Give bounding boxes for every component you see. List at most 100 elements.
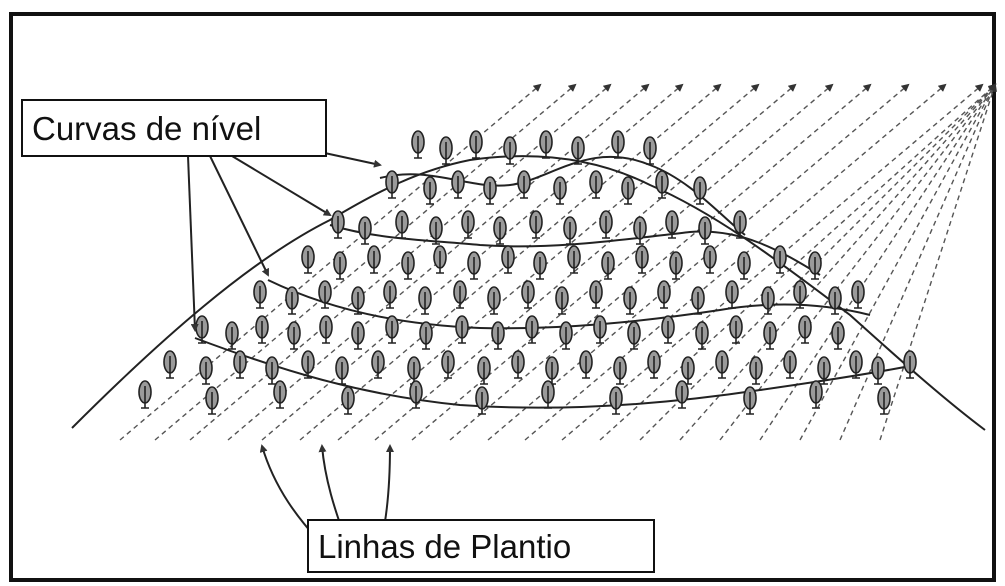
planting-direction-arrow <box>487 83 910 441</box>
seedling-icon <box>675 380 689 409</box>
seedling-icon <box>773 245 787 274</box>
seedling-icon <box>138 380 152 409</box>
seedling-icon <box>798 315 812 344</box>
seedling-icon <box>395 210 409 239</box>
contour-line-4 <box>194 337 916 409</box>
planting-direction-arrow <box>839 83 997 441</box>
seedling-icon <box>589 280 603 309</box>
seedling-icon <box>383 280 397 309</box>
seedling-icon <box>409 380 423 409</box>
seedling-icon <box>725 280 739 309</box>
planting-direction-arrow <box>337 83 760 441</box>
seedling-icon <box>871 356 885 385</box>
seedling-icon <box>233 350 247 379</box>
seedling-icon <box>351 286 365 315</box>
seedling-icon <box>301 350 315 379</box>
planting-direction-arrow <box>374 83 797 441</box>
seedling-icon <box>737 251 751 280</box>
seedling-icon <box>681 356 695 385</box>
seedling-icon <box>817 356 831 385</box>
seedling-icon <box>627 321 641 350</box>
seedling-icon <box>593 315 607 344</box>
seedling-icon <box>851 280 865 309</box>
seedling-icon <box>541 380 555 409</box>
contour-label-text: Curvas de nível <box>32 110 261 147</box>
seedling-icon <box>205 386 219 415</box>
planting-label-box <box>307 519 655 573</box>
seedling-icon <box>621 176 635 205</box>
planting-direction-arrow <box>119 83 542 441</box>
contour-line-2 <box>329 224 821 276</box>
seedling-icon <box>633 216 647 245</box>
seedling-icon <box>743 386 757 415</box>
seedling-icon <box>698 216 712 245</box>
planting-direction-arrow <box>411 83 834 441</box>
seedling-icon <box>371 350 385 379</box>
seedling-icon <box>358 216 372 245</box>
seedling-icon <box>433 245 447 274</box>
seedling-icon <box>423 176 437 205</box>
seedling-icon <box>793 280 807 309</box>
seedling-icon <box>715 350 729 379</box>
seedling-icon <box>511 350 525 379</box>
seedling-icon <box>273 380 287 409</box>
seedling-icon <box>567 245 581 274</box>
seedling-icon <box>877 386 891 415</box>
seedling-icon <box>287 321 301 350</box>
seedling-icon <box>703 245 717 274</box>
seedling-icon <box>599 210 613 239</box>
seedling-icon <box>601 251 615 280</box>
seedling-icon <box>253 280 267 309</box>
seedling-icon <box>661 315 675 344</box>
seedling-icon <box>225 321 239 350</box>
seedling-icon <box>665 210 679 239</box>
seedling-icon <box>419 321 433 350</box>
seedling-icon <box>525 315 539 344</box>
seedling-icon <box>163 350 177 379</box>
seedling-icon <box>455 315 469 344</box>
seedling-icon <box>439 136 453 165</box>
seedling-icon <box>763 321 777 350</box>
seedling-icon <box>749 356 763 385</box>
seedling-icon <box>761 286 775 315</box>
pointer-contour-1 <box>319 151 382 168</box>
label-pointers <box>187 151 394 541</box>
seedling-icon <box>285 286 299 315</box>
contour-label-box <box>21 99 327 157</box>
seedling-icon <box>401 251 415 280</box>
seedling-icon <box>539 130 553 159</box>
hill-outline <box>71 155 986 431</box>
planting-direction-arrow <box>759 83 997 441</box>
planting-direction-arrow <box>154 83 577 441</box>
seedling-icon <box>553 176 567 205</box>
seedling-icon <box>453 280 467 309</box>
seedling-icon <box>521 280 535 309</box>
seedling-icon <box>647 350 661 379</box>
seedling-icon <box>477 356 491 385</box>
seedling-icon <box>467 251 481 280</box>
seedling-icon <box>579 350 593 379</box>
seedling-icon <box>693 176 707 205</box>
seedling-icon <box>828 286 842 315</box>
seedling-icon <box>545 356 559 385</box>
seedling-icon <box>469 130 483 159</box>
seedling-icon <box>635 245 649 274</box>
seedling-icon <box>623 286 637 315</box>
pointer-contour-3 <box>209 155 269 277</box>
seedling-icon <box>611 130 625 159</box>
seedling-icon <box>831 321 845 350</box>
planting-label: Linhas de Plantio <box>307 519 655 573</box>
seedling-icon <box>643 136 657 165</box>
seedling-icon <box>501 245 515 274</box>
seedling-icon <box>571 136 585 165</box>
seedling-icon <box>529 210 543 239</box>
planting-direction-arrow <box>799 83 996 441</box>
planting-arrows <box>119 83 997 441</box>
seedling-icon <box>613 356 627 385</box>
contour-label: Curvas de nível <box>21 99 327 157</box>
seedling-icon <box>783 350 797 379</box>
planting-direction-arrow <box>524 83 947 441</box>
seedling-icon <box>733 210 747 239</box>
seedling-icon <box>589 170 603 199</box>
